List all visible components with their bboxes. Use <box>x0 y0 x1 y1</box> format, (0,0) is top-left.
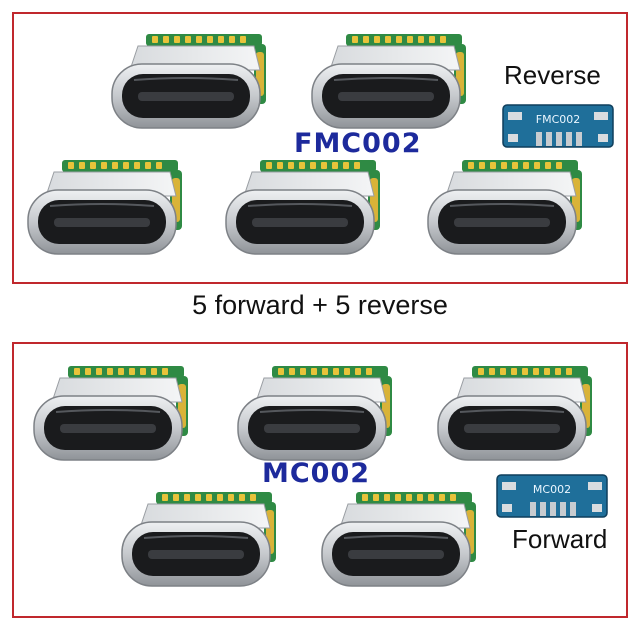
model-label-fmc002: FMC002 <box>294 128 422 159</box>
forward-label: Forward <box>512 524 608 554</box>
usb-c-connector <box>30 362 194 466</box>
usb-c-connector <box>118 488 282 592</box>
reverse-label: Reverse <box>504 60 601 90</box>
usb-c-connector <box>108 30 272 134</box>
usb-c-connector <box>222 156 386 260</box>
usb-c-connector <box>424 156 588 260</box>
usb-c-connector <box>308 30 472 134</box>
model-label-mc002: MC002 <box>262 458 371 489</box>
usb-c-connector <box>434 362 598 466</box>
pcb-board-fmc002: FMC002 <box>502 104 614 148</box>
pcb-board-mc002: MC002 <box>496 474 608 518</box>
caption: 5 forward + 5 reverse <box>192 290 448 320</box>
usb-c-connector <box>234 362 398 466</box>
usb-c-connector <box>24 156 188 260</box>
usb-c-connector <box>318 488 482 592</box>
